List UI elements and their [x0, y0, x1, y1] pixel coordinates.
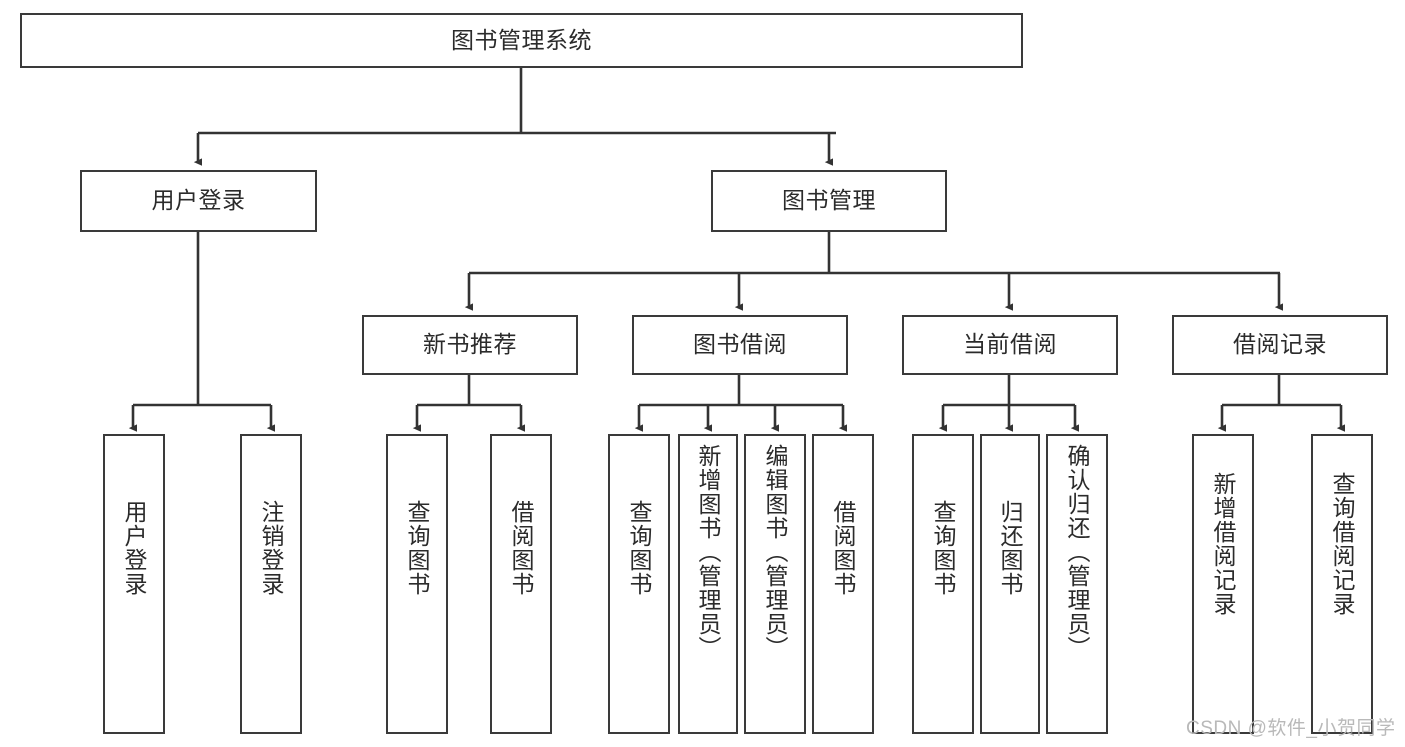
node-label: 用户登录	[151, 187, 246, 214]
leaf-new-book-borrow-books[interactable]: 借阅图书	[490, 434, 552, 734]
node-label: 确认归还（管理员）	[1064, 444, 1091, 660]
node-label: 查询图书	[626, 500, 653, 596]
leaf-borrow-record-query-record[interactable]: 查询借阅记录	[1311, 434, 1373, 734]
leaf-book-borrow-add-book-admin[interactable]: 新增图书（管理员）	[678, 434, 738, 734]
node-label: 编辑图书（管理员）	[762, 444, 789, 660]
node-label: 借阅图书	[830, 500, 857, 596]
node-label: 归还图书	[997, 500, 1024, 596]
leaf-borrow-record-add-record[interactable]: 新增借阅记录	[1192, 434, 1254, 734]
node-label: 图书管理系统	[451, 26, 592, 53]
node-label: 图书管理	[782, 187, 876, 214]
leaf-book-borrow-edit-book-admin[interactable]: 编辑图书（管理员）	[744, 434, 806, 734]
node-label: 借阅图书	[508, 500, 535, 596]
node-user-login[interactable]: 用户登录	[80, 170, 317, 232]
leaf-new-book-query-books[interactable]: 查询图书	[386, 434, 448, 734]
node-borrow-record[interactable]: 借阅记录	[1172, 315, 1388, 375]
node-label: 注销登录	[258, 500, 285, 596]
node-book-borrow[interactable]: 图书借阅	[632, 315, 848, 375]
node-root-book-management-system[interactable]: 图书管理系统	[20, 13, 1023, 68]
leaf-book-borrow-query-books[interactable]: 查询图书	[608, 434, 670, 734]
node-label: 图书借阅	[693, 331, 787, 358]
leaf-user-login-logout[interactable]: 注销登录	[240, 434, 302, 734]
leaf-current-borrow-return-books[interactable]: 归还图书	[980, 434, 1040, 734]
leaf-book-borrow-borrow-books[interactable]: 借阅图书	[812, 434, 874, 734]
node-label: 新书推荐	[423, 331, 517, 358]
node-label: 用户登录	[121, 500, 148, 596]
node-label: 当前借阅	[963, 331, 1057, 358]
node-label: 新增借阅记录	[1210, 472, 1237, 616]
leaf-current-borrow-query-books[interactable]: 查询图书	[912, 434, 974, 734]
leaf-current-borrow-confirm-return-admin[interactable]: 确认归还（管理员）	[1046, 434, 1108, 734]
node-label: 查询借阅记录	[1329, 472, 1356, 616]
node-label: 借阅记录	[1233, 331, 1327, 358]
node-new-book-recommendation[interactable]: 新书推荐	[362, 315, 578, 375]
node-label: 查询图书	[930, 500, 957, 596]
leaf-user-login-login[interactable]: 用户登录	[103, 434, 165, 734]
node-label: 查询图书	[404, 500, 431, 596]
node-current-borrow[interactable]: 当前借阅	[902, 315, 1118, 375]
node-book-management[interactable]: 图书管理	[711, 170, 947, 232]
node-label: 新增图书（管理员）	[695, 444, 722, 660]
